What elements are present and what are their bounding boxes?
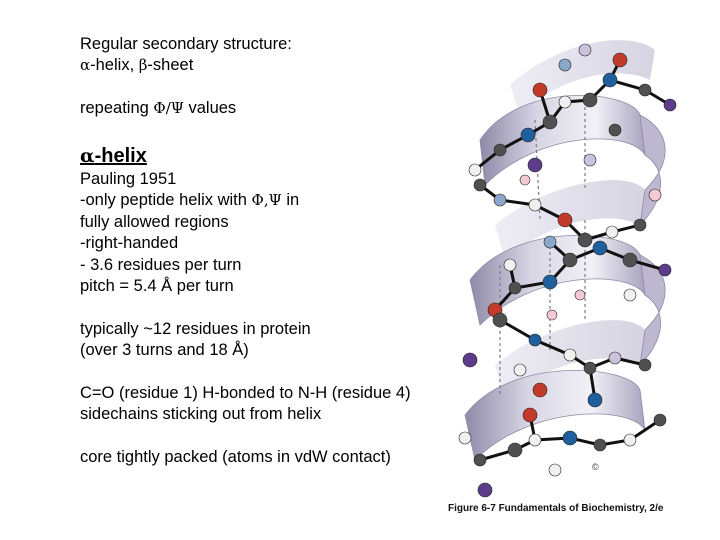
helix-ribbon-back [495,40,655,400]
alpha-symbol: α [80,56,91,75]
helix-ribbon-front [464,94,666,461]
turns-line: (over 3 turns and 18 Å) [80,341,249,360]
residues-per-turn-line: - 3.6 residues per turn [80,255,242,274]
alpha-helix-heading: α-helix [80,145,147,167]
pauling-line: Pauling 1951 [80,170,177,188]
alpha-helix-illustration [458,40,677,498]
blank-line [80,77,460,98]
blank-line [80,120,460,141]
copyright-mark: © [592,462,599,473]
allowed-regions-line: fully allowed regions [80,212,229,231]
hbond-line: C=O (residue 1) H-bonded to N-H (residue… [80,384,411,403]
figure-caption: Figure 6-7 Fundamentals of Biochemistry,… [448,503,664,514]
right-handed-line: -right-handed [80,234,179,253]
beta-symbol: β [138,56,148,75]
blank-line [80,362,460,383]
repeating-values-line: repeating Φ/Ψ values [80,99,237,118]
blank-line [80,426,460,447]
helix-atoms [458,43,677,498]
phi-psi-symbol: Φ/Ψ [153,99,184,118]
blank-line [80,297,460,318]
only-helix-line: -only peptide helix with Φ,Ψ in [80,191,300,210]
pitch-line: pitch = 5.4 Å per turn [80,277,234,296]
intro-line: Regular secondary structure: [80,35,292,53]
slide-text-block: Regular secondary structure: α-helix, β-… [80,34,460,469]
typical-length-line: typically ~12 residues in protein [80,319,311,338]
sidechains-line: sidechains sticking out from helix [80,405,322,424]
phi-psi-symbol: Φ,Ψ [251,191,282,210]
core-packed-line: core tightly packed (atoms in vdW contac… [80,448,391,467]
alpha-beta-line: α-helix, β-sheet [80,56,194,75]
copyright-symbol: © [592,462,599,472]
